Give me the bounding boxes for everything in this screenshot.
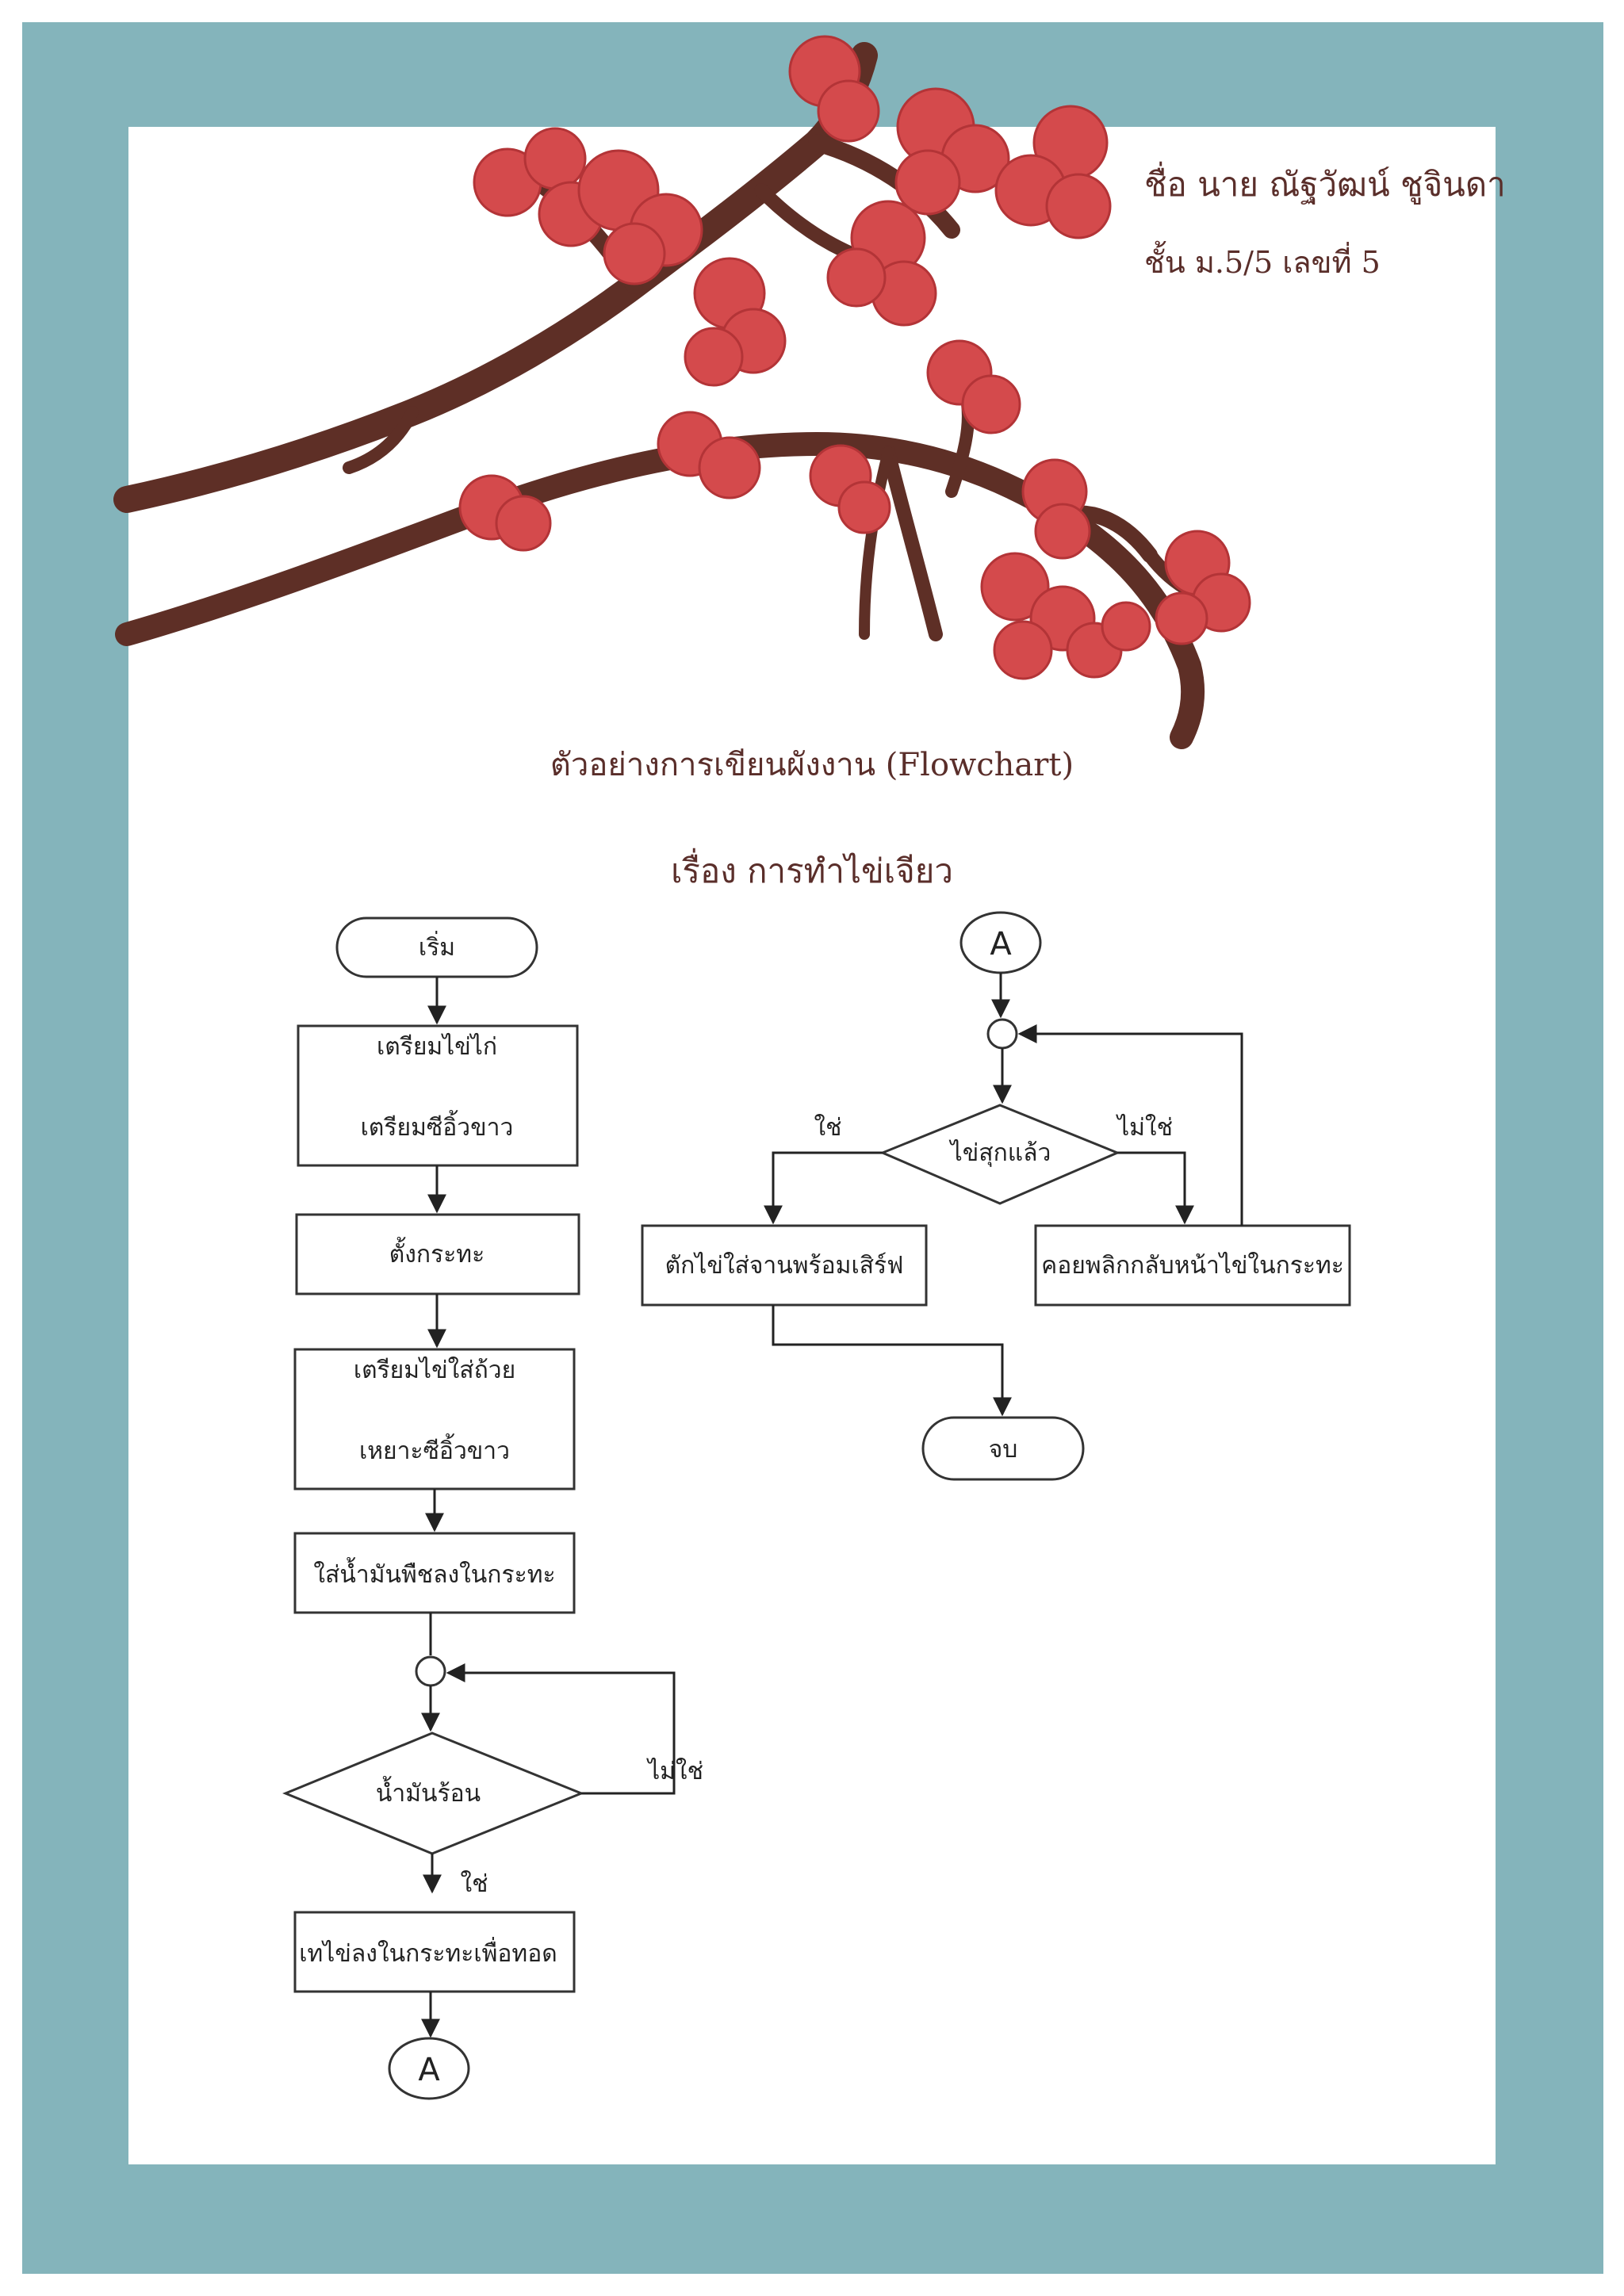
blossom-9 (657, 411, 761, 499)
flip-egg-box (1034, 1224, 1351, 1307)
blossom-7 (994, 105, 1112, 239)
page-subtitle: เรื่อง การทำไข่เจียว (671, 851, 953, 890)
author-class: ชั้น ม.5/5 เลขที่ 5 (1144, 245, 1381, 280)
flip-egg-label: คอยพลิกกลับหน้าไข่ในกระทะ (1041, 1251, 1344, 1280)
egg-bowl-label: เตรียมไข่ใส่ถ้วย (354, 1356, 515, 1384)
oil-hot-no-label: ไม่ใช่ (646, 1757, 703, 1785)
egg-cooked-label: ไข่สุกแล้ว (949, 1138, 1051, 1168)
blossom-12 (1021, 458, 1091, 560)
egg-cooked-decision (879, 1104, 1120, 1205)
blossom-15 (1066, 601, 1151, 679)
oil-hot-label: น้ำมันร้อน (376, 1776, 481, 1808)
connector-a-bottom-label: A (418, 2052, 440, 2088)
serve-label: ตักไข่ใส่จานพร้อมเสิร์ฟ (665, 1251, 904, 1280)
add-sauce-label: เหยาะซีอิ้วขาว (359, 1433, 510, 1465)
prep-sauce-label: เตรียมซีอิ้วขาว (361, 1110, 514, 1142)
loop-connector-right (986, 1018, 1018, 1050)
pour-egg-box (293, 1911, 576, 1993)
set-pan-box (295, 1213, 580, 1295)
pour-egg-label: เทไข่ลงในกระทะเพื่อทอด (299, 1937, 557, 1968)
blossom-10 (458, 474, 552, 552)
blossom-5 (894, 87, 1010, 216)
loop-connector-left (415, 1655, 446, 1687)
set-pan-label: ตั้งกระทะ (389, 1237, 485, 1269)
blossom-flowers (458, 35, 1251, 680)
blossom-1 (473, 127, 604, 247)
connector-a-bottom (388, 2037, 470, 2100)
connector-a-top-label: A (990, 926, 1012, 962)
blossom-8 (926, 339, 1021, 434)
blossom-14 (1155, 530, 1251, 645)
egg-cooked-no-label: ไม่ใช่ (1116, 1113, 1173, 1142)
start-label: เริ่ม (419, 931, 455, 962)
end-label: จบ (989, 1436, 1018, 1464)
blossom-6 (826, 200, 937, 327)
flowchart-arrows (421, 973, 1243, 2038)
egg-cooked-yes-label: ใช่ (814, 1114, 841, 1142)
end-terminal (921, 1416, 1085, 1481)
serve-box (641, 1224, 928, 1307)
blossom-3 (684, 257, 787, 387)
blossom-13 (980, 552, 1096, 680)
blossom-4 (788, 35, 880, 143)
page-title: ตัวอย่างการเขียนผังงาน (Flowchart) (550, 747, 1074, 783)
add-oil-label: ใส่น้ำมันพืชลงในกระทะ (313, 1557, 555, 1589)
add-oil-box (293, 1532, 576, 1614)
prep-egg-label: เตรียมไข่ไก่ (377, 1032, 497, 1061)
blossom-2 (577, 149, 703, 285)
prepare-egg-bowl-box (293, 1348, 576, 1490)
oil-hot-yes-label: ใช่ (460, 1870, 488, 1898)
blossom-11 (809, 444, 891, 534)
prep-ingredients-box (297, 1024, 579, 1167)
author-name: ชื่อ นาย ณัฐวัฒน์ ชูจินดา (1144, 165, 1506, 204)
